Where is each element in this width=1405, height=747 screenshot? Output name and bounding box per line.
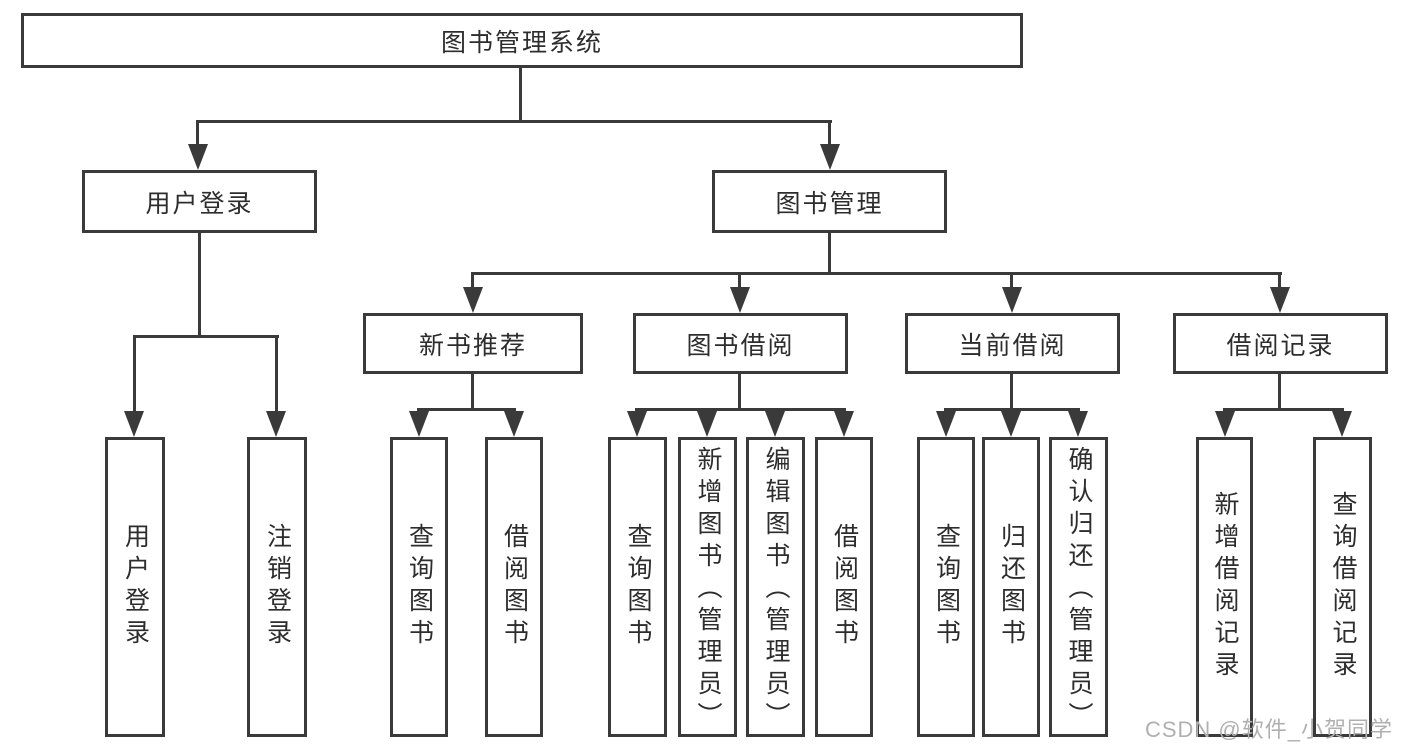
arrowhead-down xyxy=(936,411,956,437)
connector-line xyxy=(471,374,474,408)
connector-line xyxy=(198,233,201,335)
connector-line xyxy=(196,120,199,148)
node-query-borrow-record-label: 查询借阅记录 xyxy=(1329,491,1357,683)
connector-line xyxy=(519,68,522,120)
watermark: CSDN @软件_小贺同学 xyxy=(1144,717,1393,742)
node-user-login-leaf-label: 用户登录 xyxy=(121,523,150,651)
connector-line xyxy=(471,272,1282,275)
connector-line xyxy=(197,120,832,123)
arrowhead-down xyxy=(1270,287,1290,313)
node-root-label: 图书管理系统 xyxy=(440,28,603,57)
arrowhead-down xyxy=(1001,411,1021,437)
node-book-borrow-label: 图书借阅 xyxy=(686,331,795,360)
node-new-book-recommend-label: 新书推荐 xyxy=(418,331,527,360)
connector-line xyxy=(738,272,741,292)
node-borrow-books-recommend-label: 借阅图书 xyxy=(500,523,529,651)
node-current-borrow: 当前借阅 xyxy=(905,313,1120,374)
node-borrow-books-leaf-label: 借阅图书 xyxy=(830,523,859,651)
node-query-books-borrow-label: 查询图书 xyxy=(624,523,652,651)
node-query-books-recommend: 查询图书 xyxy=(390,437,448,737)
connector-line xyxy=(1223,408,1344,411)
connector-line xyxy=(275,335,278,415)
node-edit-books-admin: 编辑图书（管理员） xyxy=(746,437,805,737)
node-confirm-return-admin-label: 确认归还（管理员） xyxy=(1065,446,1093,734)
connector-line xyxy=(417,408,516,411)
connector-line xyxy=(828,120,831,148)
arrowhead-down xyxy=(409,411,429,437)
connector-line xyxy=(133,335,136,415)
connector-line xyxy=(738,374,741,408)
node-query-books-current-label: 查询图书 xyxy=(932,523,961,651)
arrowhead-down xyxy=(1068,411,1088,437)
connector-line xyxy=(1278,272,1281,292)
connector-line xyxy=(1010,374,1013,408)
node-borrow-records: 借阅记录 xyxy=(1173,313,1388,374)
node-user-login: 用户登录 xyxy=(82,170,317,233)
node-edit-books-admin-label: 编辑图书（管理员） xyxy=(762,446,790,734)
arrowhead-down xyxy=(188,144,208,170)
connector-line xyxy=(133,335,279,338)
node-current-borrow-label: 当前借阅 xyxy=(958,331,1067,360)
node-root: 图书管理系统 xyxy=(21,13,1023,68)
arrowhead-down xyxy=(627,411,647,437)
arrowhead-down xyxy=(1002,287,1022,313)
connector-line xyxy=(635,408,846,411)
arrowhead-down xyxy=(463,287,483,313)
arrowhead-down xyxy=(266,411,286,437)
arrowhead-down xyxy=(697,411,717,437)
node-confirm-return-admin: 确认归还（管理员） xyxy=(1049,437,1108,737)
node-book-management: 图书管理 xyxy=(712,170,947,233)
node-borrow-records-label: 借阅记录 xyxy=(1226,331,1335,360)
node-borrow-books-recommend: 借阅图书 xyxy=(485,437,543,737)
connector-line xyxy=(471,272,474,292)
node-logout: 注销登录 xyxy=(247,437,307,737)
node-user-login-label: 用户登录 xyxy=(145,189,254,218)
connector-line xyxy=(1278,374,1281,408)
node-book-management-label: 图书管理 xyxy=(775,189,884,218)
node-borrow-books-leaf: 借阅图书 xyxy=(815,437,873,737)
arrowhead-down xyxy=(1215,411,1235,437)
node-return-books: 归还图书 xyxy=(982,437,1040,737)
node-new-book-recommend: 新书推荐 xyxy=(363,313,583,374)
arrowhead-down xyxy=(820,144,840,170)
arrowhead-down xyxy=(1332,411,1352,437)
connector-line xyxy=(828,233,831,272)
arrowhead-down xyxy=(730,287,750,313)
arrowhead-down xyxy=(834,411,854,437)
arrowhead-down xyxy=(124,411,144,437)
node-user-login-leaf: 用户登录 xyxy=(105,437,165,737)
node-logout-label: 注销登录 xyxy=(263,523,292,651)
node-return-books-label: 归还图书 xyxy=(997,523,1026,651)
node-add-borrow-record: 新增借阅记录 xyxy=(1196,437,1253,737)
node-query-books-borrow: 查询图书 xyxy=(608,437,667,737)
node-book-borrow: 图书借阅 xyxy=(633,313,848,374)
node-add-books-admin: 新增图书（管理员） xyxy=(678,437,737,737)
connector-line xyxy=(944,408,1080,411)
arrowhead-down xyxy=(765,411,785,437)
node-query-books-recommend-label: 查询图书 xyxy=(405,523,434,651)
node-query-borrow-record: 查询借阅记录 xyxy=(1313,437,1372,737)
node-query-books-current: 查询图书 xyxy=(917,437,975,737)
arrowhead-down xyxy=(504,411,524,437)
node-add-books-admin-label: 新增图书（管理员） xyxy=(694,446,722,734)
node-add-borrow-record-label: 新增借阅记录 xyxy=(1211,491,1239,683)
connector-line xyxy=(1010,272,1013,292)
